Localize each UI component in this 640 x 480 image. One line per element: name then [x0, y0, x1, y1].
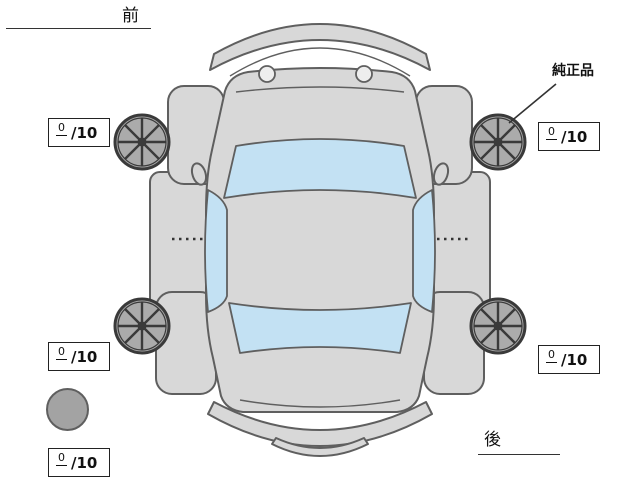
- genuine-part-label: 純正品: [552, 63, 594, 79]
- left-side-window: [204, 189, 228, 313]
- windshield: [223, 138, 417, 199]
- rear-label: 後: [484, 430, 501, 450]
- cowl-circle-right: [355, 65, 373, 83]
- tread-score-denominator: /10: [71, 348, 98, 366]
- rear-window: [228, 302, 412, 354]
- front-bumper: [209, 23, 431, 77]
- spare-tire-icon: [46, 388, 89, 431]
- rear-bumper: [207, 401, 433, 457]
- left-mirror: [190, 162, 208, 186]
- car-body: [205, 67, 435, 413]
- tread-score-denominator: /10: [561, 351, 588, 369]
- right-mirror: [432, 162, 450, 186]
- tread-score-box-spare: 0 /10: [48, 448, 110, 477]
- tread-score-box-rear-left: 0 /10: [48, 342, 110, 371]
- right-side-window: [412, 189, 436, 313]
- rear-left-wheel: [113, 297, 171, 355]
- rear-right-wheel: [469, 297, 527, 355]
- cowl-circle-left: [258, 65, 276, 83]
- tread-score-value: 0: [56, 121, 67, 137]
- tread-score-denominator: /10: [71, 454, 98, 472]
- tread-score-value: 0: [56, 345, 67, 361]
- hood-line: [235, 86, 405, 93]
- tread-score-box-front-right: 0 /10: [538, 122, 600, 151]
- tread-score-value: 0: [56, 451, 67, 467]
- rear-label-underline: [478, 454, 560, 455]
- tread-score-value: 0: [546, 125, 557, 141]
- tread-score-box-front-left: 0 /10: [48, 118, 110, 147]
- tread-score-denominator: /10: [561, 128, 588, 146]
- trunk-line: [239, 399, 401, 408]
- front-label: 前: [122, 6, 139, 26]
- tread-score-value: 0: [546, 348, 557, 364]
- tread-score-denominator: /10: [71, 124, 98, 142]
- front-label-underline: [6, 28, 151, 29]
- genuine-part-leader-line: [508, 83, 557, 124]
- front-right-wheel: [469, 113, 527, 171]
- front-left-wheel: [113, 113, 171, 171]
- tread-score-box-rear-right: 0 /10: [538, 345, 600, 374]
